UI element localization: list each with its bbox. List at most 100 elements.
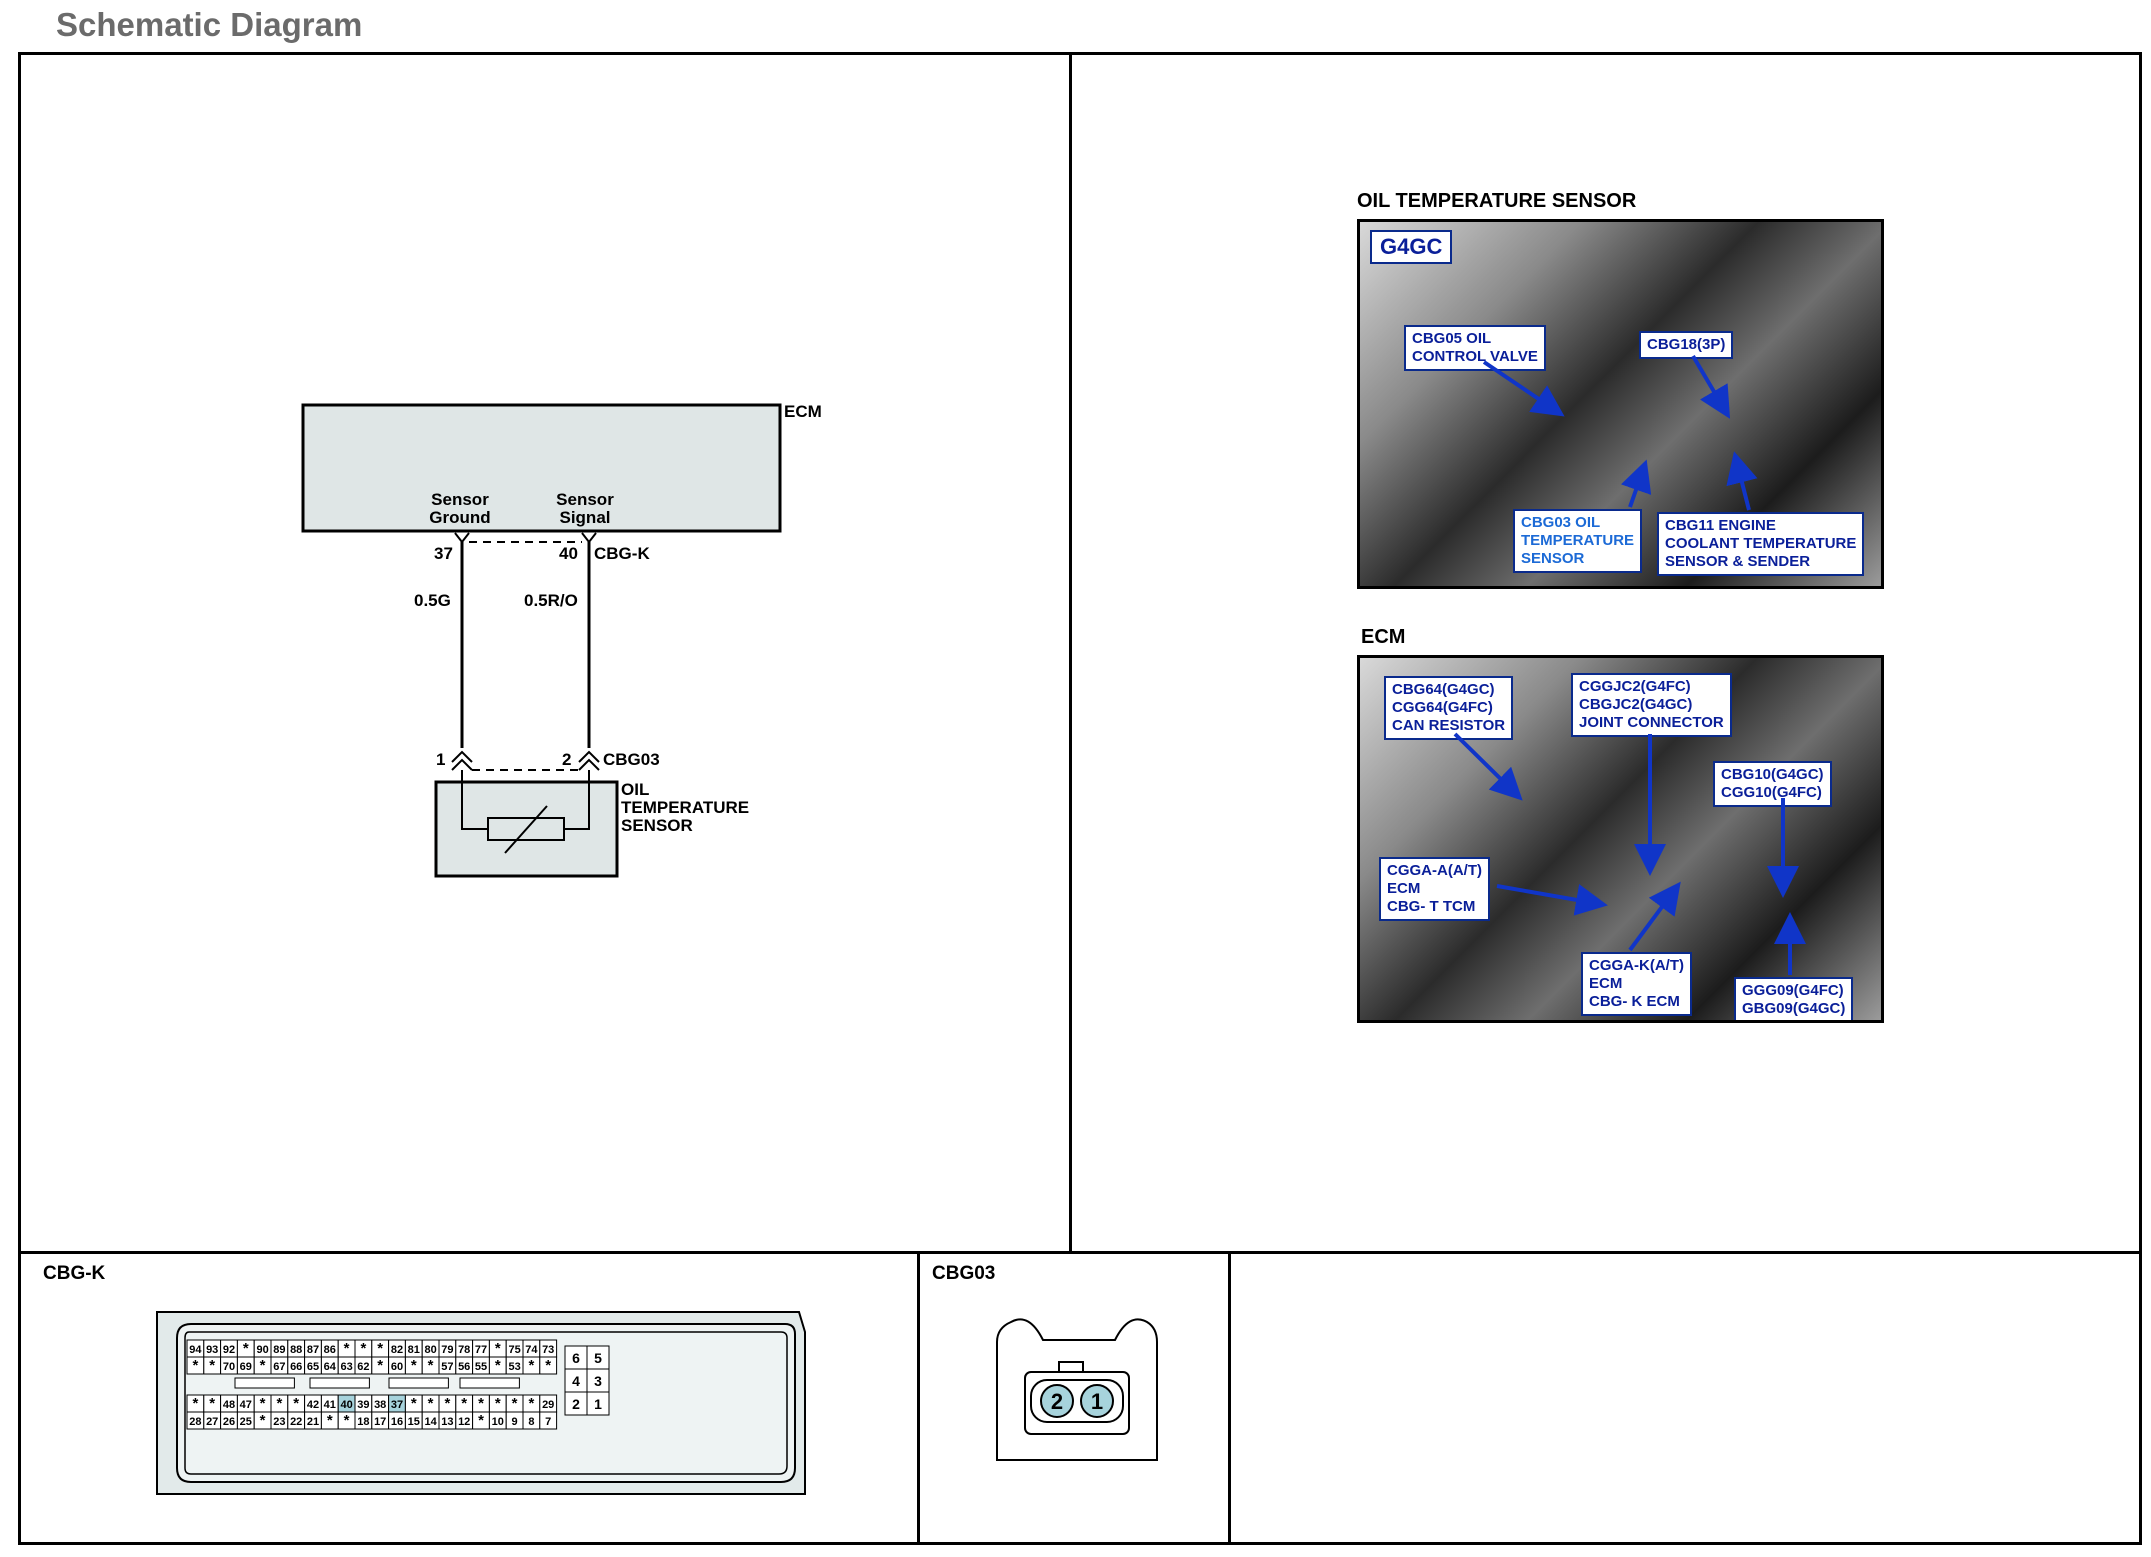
schematic-diagram: ECM Sensor Ground Sensor Signal 37 40 CB… — [301, 402, 822, 878]
callout-cbg64: CBG64(G4GC) CGG64(G4FC) CAN RESISTOR — [1384, 676, 1514, 740]
cbg03-pin-1 — [1080, 1384, 1114, 1418]
cbgk-pin: * — [495, 1340, 501, 1357]
callout-ggg09: GGG09(G4FC) GBG09(G4GC) — [1734, 977, 1854, 1020]
cbgk-side-pin: 4 — [572, 1373, 580, 1389]
cbgk-pin: * — [293, 1395, 299, 1412]
callout-cgga-k: CGGA-K(A/T) ECM CBG- K ECM — [1581, 952, 1692, 1016]
ecm-box — [301, 403, 782, 533]
callout-cbg03: CBG03 OIL TEMPERATURE SENSOR — [1513, 509, 1643, 573]
cbgk-pin: * — [344, 1412, 350, 1429]
ecm-photo-heading: ECM — [1361, 626, 1406, 648]
cbgk-pin: 53 — [508, 1361, 520, 1373]
oil-sensor-photo: G4GC CBG05 OIL CONTROL VALVE CBG18(3P) C… — [1357, 219, 1884, 589]
cbgk-pin: 73 — [542, 1344, 554, 1356]
cbgk-pin: 39 — [357, 1399, 369, 1411]
callout-cbg18: CBG18(3P) — [1639, 331, 1734, 359]
cbgk-pin: * — [512, 1395, 518, 1412]
cbgk-pin: 74 — [525, 1344, 538, 1356]
cbgk-pin: 48 — [223, 1399, 235, 1411]
cbgk-pin: * — [276, 1395, 282, 1412]
cbgk-pin: 37 — [391, 1399, 403, 1411]
cbgk-pin: 88 — [290, 1344, 302, 1356]
cbg03-title: CBG03 — [932, 1263, 996, 1284]
callout-cbg05: CBG05 OIL CONTROL VALVE — [1404, 325, 1546, 371]
cbgk-pin: 82 — [391, 1344, 403, 1356]
cbgk-side-pin: 5 — [594, 1350, 602, 1366]
cbgk-pin: * — [192, 1395, 198, 1412]
wire-signal-label: 0.5R/O — [524, 591, 578, 610]
oil-sensor-arrows — [1482, 354, 1758, 511]
sensor-internal-wiring — [461, 770, 590, 830]
cbgk-pin: 63 — [340, 1361, 352, 1373]
cbgk-pin: * — [528, 1395, 534, 1412]
cbgk-pin: 92 — [223, 1344, 235, 1356]
sensor-pin-2: 2 — [562, 750, 571, 769]
cbgk-key-tab — [309, 1377, 370, 1389]
cbgk-pin: * — [209, 1357, 215, 1374]
cbg03-pin-2-label: 2 — [1051, 1389, 1063, 1414]
cbgk-side-pin: 3 — [594, 1373, 602, 1389]
sensor-pin-1-mark — [451, 750, 473, 771]
ecm-pin-37-mark — [454, 532, 470, 544]
cbgk-pin: 89 — [273, 1344, 285, 1356]
cbgk-pin: 15 — [408, 1416, 420, 1428]
cbgk-pin: 28 — [189, 1416, 201, 1428]
empty-panel — [1228, 1251, 2142, 1545]
cbgk-side-pin: 2 — [572, 1396, 580, 1412]
ecm-pin-40-mark — [581, 532, 597, 544]
cbgk-pin: * — [377, 1340, 383, 1357]
cbgk-pin: 64 — [324, 1361, 337, 1373]
cbgk-pin: 10 — [492, 1416, 504, 1428]
cbgk-pin: 16 — [391, 1416, 403, 1428]
cbgk-pin: 18 — [357, 1416, 369, 1428]
cbgk-side-pin: 1 — [594, 1396, 602, 1412]
ecm-photo: CBG64(G4GC) CGG64(G4FC) CAN RESISTOR CGG… — [1357, 655, 1884, 1023]
cbgk-pin: 9 — [512, 1416, 518, 1428]
cbgk-pin: * — [243, 1340, 249, 1357]
cbgk-key-tab — [388, 1377, 449, 1389]
cbgk-pin: 77 — [475, 1344, 487, 1356]
cbgk-pin: 38 — [374, 1399, 386, 1411]
cbgk-pin: * — [428, 1395, 434, 1412]
cbgk-pin: 23 — [273, 1416, 285, 1428]
cbg03-connector: 2 1 — [996, 1318, 1158, 1461]
cbgk-pin: 93 — [206, 1344, 218, 1356]
cbgk-pin: * — [260, 1395, 266, 1412]
engine-tag: G4GC — [1370, 230, 1453, 264]
cbgk-pin: 60 — [391, 1361, 403, 1373]
signal-label-2: Signal — [559, 508, 610, 527]
ground-label-2: Ground — [429, 508, 490, 527]
cbgk-pin: 57 — [441, 1361, 453, 1373]
ecm-label: ECM — [784, 402, 822, 421]
cbgk-pin: 26 — [223, 1416, 235, 1428]
cbgk-pin: * — [411, 1395, 417, 1412]
cbgk-title: CBG-K — [43, 1263, 106, 1284]
cbgk-pin: 13 — [441, 1416, 453, 1428]
cbgk-pin: * — [478, 1412, 484, 1429]
cbgk-pin: 86 — [324, 1344, 336, 1356]
cbgk-pin: * — [360, 1340, 366, 1357]
cbgk-pin: * — [478, 1395, 484, 1412]
cbgk-pin: 8 — [528, 1416, 534, 1428]
cbgk-key-tab — [459, 1377, 520, 1389]
sensor-label-3: SENSOR — [621, 816, 693, 835]
cbgk-pin: 27 — [206, 1416, 218, 1428]
cbgk-pin: 55 — [475, 1361, 487, 1373]
cbgk-pin: * — [528, 1357, 534, 1374]
cbgk-pin: 21 — [307, 1416, 319, 1428]
cbgk-pin: 56 — [458, 1361, 470, 1373]
cbgk-pin: * — [260, 1357, 266, 1374]
cbgk-pin: 78 — [458, 1344, 470, 1356]
cbgk-pin: 94 — [189, 1344, 202, 1356]
cbgk-pin: 47 — [240, 1399, 252, 1411]
cbgk-pin: 65 — [307, 1361, 319, 1373]
sensor-pin-1: 1 — [436, 750, 445, 769]
cbgk-pin: 41 — [324, 1399, 336, 1411]
cbgk-pin: 90 — [256, 1344, 268, 1356]
cbgk-pin: * — [495, 1395, 501, 1412]
cbgk-pin: 62 — [357, 1361, 369, 1373]
cbgk-pin-cell — [539, 1356, 558, 1375]
cbgk-side-pin: 6 — [572, 1350, 580, 1366]
cbgk-pin: * — [411, 1357, 417, 1374]
